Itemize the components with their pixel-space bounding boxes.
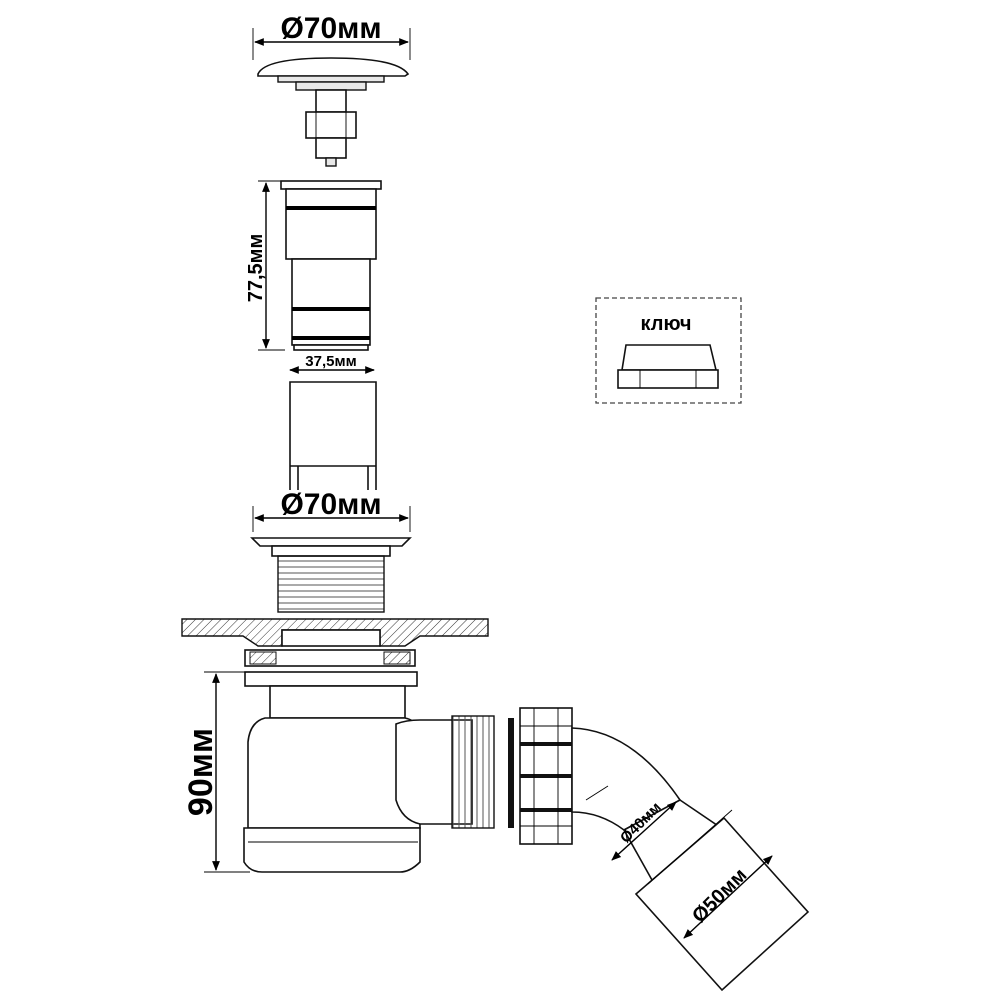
guide-sleeve [289,381,377,490]
body-length-dimension: 77,5мм [245,180,285,351]
key-inset: ключ [595,297,742,404]
popup-cap [257,57,410,167]
siphon-height-label: 90мм [182,728,220,816]
key-label: ключ [641,313,692,335]
cap-diameter-dimension: Ø70мм [252,12,411,60]
basin-section [181,618,489,647]
flange-diameter-dimension: Ø70мм [252,488,411,532]
siphon-height-dimension: 90мм [182,671,250,873]
body-width-label: 37,5мм [305,353,356,370]
drain-body [280,180,382,351]
threaded-flange [250,537,412,613]
union-nut [519,707,573,845]
siphon-body [243,685,495,873]
flange-diameter-label: Ø70мм [280,488,381,521]
body-length-label: 77,5мм [245,234,267,303]
seal-ring [508,718,514,828]
cap-diameter-label: Ø70мм [280,12,381,45]
gasket-ring [244,649,418,687]
body-width-dimension: 37,5мм [289,353,375,374]
